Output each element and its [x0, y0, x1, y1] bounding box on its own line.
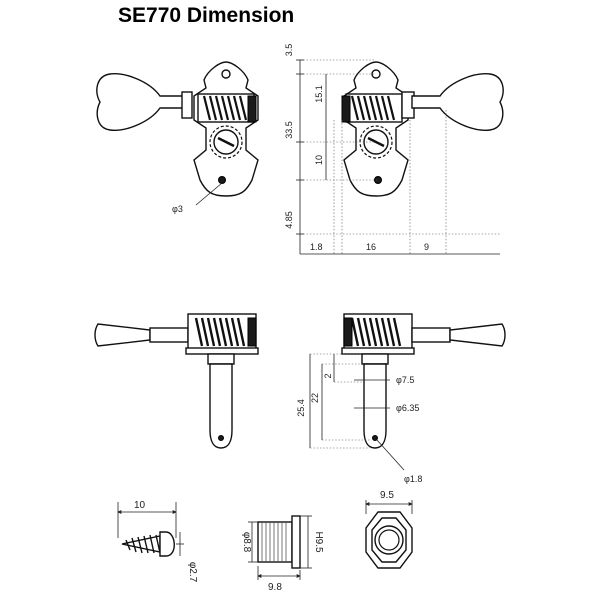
side-worm-end-right: [343, 317, 353, 347]
side-string-hole-right: [372, 435, 378, 441]
side-base-right: [341, 347, 415, 355]
screw-head: [159, 531, 175, 557]
worm-gear-left: [202, 95, 248, 121]
dim-16: 16: [366, 242, 376, 252]
worm-gear-right: [350, 95, 396, 121]
dim-phi-7-5: φ7.5: [396, 375, 414, 385]
mount-hole-upper-left: [221, 69, 231, 79]
side-collar-left: [207, 353, 235, 365]
dim-9: 9: [424, 242, 429, 252]
worm-end-right: [341, 95, 351, 123]
dim-1-8: 1.8: [310, 242, 323, 252]
side-view-right-tuner: [341, 313, 506, 449]
dim-10: 10: [314, 155, 324, 165]
bushing-length-label: 9.8: [268, 582, 282, 593]
mount-hole-lower-right: [374, 176, 382, 184]
dim-3-5: 3.5: [284, 44, 294, 57]
bushing-dia-label: φ8.8: [241, 532, 252, 553]
side-post-right: [363, 363, 387, 449]
side-shaft-left: [149, 327, 189, 343]
side-string-hole-left: [218, 435, 224, 441]
tuner-shaft-left: [181, 91, 193, 119]
bushing-part: φ8.8 H9.5 9.8: [241, 515, 324, 593]
tuner-button-right: [411, 73, 504, 131]
screw-thread: [125, 534, 161, 554]
side-view-dimensions: 25.4 22 2 φ7.5 φ6.35 φ1.8: [296, 353, 422, 484]
side-worm-left: [194, 317, 246, 347]
dim-22: 22: [310, 393, 320, 403]
dim-phi-6-35: φ6.35: [396, 403, 419, 413]
dim-33-5: 33.5: [284, 121, 294, 139]
screw-length-label: 10: [134, 500, 146, 511]
dim-2: 2: [323, 373, 333, 378]
side-shaft-right: [411, 327, 451, 343]
bushing-knurl: [261, 522, 287, 562]
page-title: SE770 Dimension: [118, 4, 295, 27]
top-view-dimensions: 3.5 15.1 33.5 10 4.85 1.8 16 9: [284, 44, 500, 255]
side-worm-end-left: [247, 317, 257, 347]
hex-nut-part: 9.5: [365, 490, 413, 569]
hex-bore-inner: [378, 529, 400, 551]
top-view-right-tuner: [341, 61, 504, 197]
worm-end-left: [247, 95, 257, 123]
bushing-sleeve: [257, 521, 293, 563]
hole-leader-left: [195, 182, 223, 206]
side-post-left: [209, 363, 233, 449]
side-collar-right: [361, 353, 389, 365]
hex-width-label: 9.5: [380, 490, 394, 501]
bushing-flange: [291, 515, 301, 569]
side-base-left: [185, 347, 259, 355]
screw-dia-label: φ2.7: [187, 562, 198, 583]
bushing-height-label: H9.5: [313, 531, 324, 553]
tuner-button-left: [96, 73, 189, 131]
screw-part: 10 φ2.7: [117, 500, 198, 583]
gear-left: [209, 125, 243, 159]
dim-15-1: 15.1: [314, 85, 324, 103]
mount-hole-lower-left: [218, 176, 226, 184]
side-view-left-tuner: [94, 313, 259, 449]
side-button-left: [94, 323, 151, 347]
dim-phi-1-8: φ1.8: [404, 474, 422, 484]
side-button-right: [449, 323, 506, 347]
dim-4-85: 4.85: [284, 211, 294, 229]
hole-dia-label: φ3: [172, 204, 183, 214]
side-worm-right: [350, 317, 402, 347]
top-view-left-tuner: φ3: [96, 61, 259, 214]
dim-25-4: 25.4: [296, 399, 306, 417]
